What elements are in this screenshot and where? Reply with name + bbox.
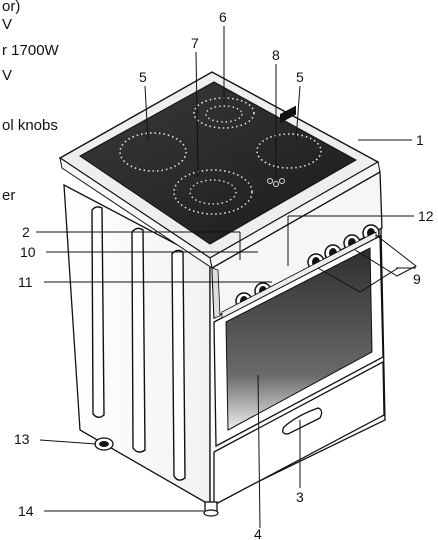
adjustable-foot-front <box>203 501 219 517</box>
callout-14: 14 <box>18 503 34 519</box>
callout-11: 11 <box>18 274 33 290</box>
callout-1: 1 <box>416 132 424 148</box>
cooking-zone-front <box>173 169 253 215</box>
callout-5-left: 5 <box>139 69 147 85</box>
oven-door <box>213 231 384 448</box>
cooking-zone-right <box>256 133 322 169</box>
callout-10: 10 <box>20 244 36 260</box>
adjustable-foot-rear <box>94 437 114 451</box>
cooking-zone-left <box>119 132 187 172</box>
legend-fragment-2: V <box>2 16 12 33</box>
glass-cooktop <box>79 81 358 245</box>
callout-7: 7 <box>191 35 199 51</box>
callout-6: 6 <box>219 9 227 25</box>
legend-fragment-1: or) <box>2 0 20 15</box>
callout-3: 3 <box>296 489 304 505</box>
indicator-light-2 <box>273 181 279 187</box>
leader-lines <box>36 26 417 529</box>
callout-8: 8 <box>272 47 280 63</box>
storage-drawer <box>213 360 385 507</box>
cooking-zone-back-inner <box>205 105 243 123</box>
callout-9: 9 <box>413 271 421 287</box>
callout-13: 13 <box>14 431 30 447</box>
cooking-zone-front-inner <box>189 179 237 205</box>
indicator-light-1 <box>267 178 273 184</box>
timer-display <box>280 105 296 124</box>
drawer-handle <box>282 407 323 435</box>
callout-12: 12 <box>418 208 434 224</box>
callout-4: 4 <box>254 526 262 540</box>
legend-fragment-6: er <box>2 187 15 204</box>
callout-2: 2 <box>22 224 30 240</box>
indicator-light-3 <box>279 178 285 184</box>
legend-fragment-3: r 1700W <box>2 42 60 59</box>
legend-fragment-4: V <box>2 67 12 84</box>
legend-fragment-5: ol knobs <box>2 117 58 134</box>
callout-5-right: 5 <box>296 69 304 85</box>
